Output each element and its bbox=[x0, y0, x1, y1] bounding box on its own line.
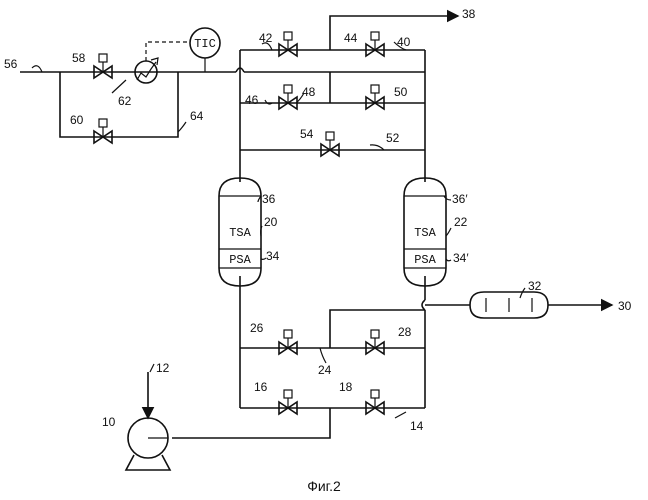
ref-44: 44 bbox=[344, 31, 358, 45]
figure-caption: Фиг.2 bbox=[0, 478, 648, 494]
ref-60: 60 bbox=[70, 113, 84, 127]
ref-48: 48 bbox=[302, 85, 316, 99]
ref-10: 10 bbox=[102, 415, 116, 429]
valves bbox=[94, 32, 384, 414]
ref-40: 40 bbox=[397, 35, 411, 49]
ref-14: 14 bbox=[410, 419, 424, 433]
ref-18: 18 bbox=[339, 380, 353, 394]
ref-54: 54 bbox=[300, 127, 314, 141]
ref-32: 32 bbox=[528, 279, 542, 293]
valve-18 bbox=[366, 390, 384, 414]
valve-54 bbox=[321, 132, 339, 156]
valve-26 bbox=[279, 330, 297, 354]
ref-50: 50 bbox=[394, 85, 408, 99]
ref-36-prime: 36′ bbox=[452, 192, 468, 206]
ref-28: 28 bbox=[398, 325, 412, 339]
vessel-left: TSA PSA bbox=[219, 178, 261, 286]
ref-42: 42 bbox=[259, 31, 273, 45]
piping bbox=[20, 16, 612, 438]
left-psa-label: PSA bbox=[229, 253, 251, 267]
ref-34: 34 bbox=[266, 249, 280, 263]
ref-30: 30 bbox=[618, 299, 632, 313]
ref-36: 36 bbox=[262, 192, 276, 206]
valve-44 bbox=[366, 32, 384, 56]
ref-12: 12 bbox=[156, 361, 170, 375]
control-signal-line bbox=[146, 42, 190, 61]
receiver-32 bbox=[470, 292, 548, 318]
ref-56: 56 bbox=[4, 57, 18, 71]
valve-42 bbox=[279, 32, 297, 56]
valve-28 bbox=[366, 330, 384, 354]
valve-58 bbox=[94, 54, 112, 78]
valve-16 bbox=[279, 390, 297, 414]
ref-62: 62 bbox=[118, 94, 132, 108]
ref-58: 58 bbox=[72, 51, 86, 65]
ref-52: 52 bbox=[386, 131, 400, 145]
ref-16: 16 bbox=[254, 380, 268, 394]
tic-instrument: TIC bbox=[190, 28, 220, 58]
right-tsa-label: TSA bbox=[414, 226, 436, 240]
ref-64: 64 bbox=[190, 109, 204, 123]
heater-62 bbox=[135, 58, 158, 83]
ref-38: 38 bbox=[462, 7, 476, 21]
valve-50 bbox=[366, 85, 384, 109]
valve-60 bbox=[94, 119, 112, 143]
ref-22: 22 bbox=[454, 215, 468, 229]
reference-labels: 56 58 62 60 64 42 44 40 38 46 48 50 54 5… bbox=[4, 7, 632, 433]
left-tsa-label: TSA bbox=[229, 226, 251, 240]
compressor-10 bbox=[126, 418, 170, 470]
ref-26: 26 bbox=[250, 321, 264, 335]
ref-46: 46 bbox=[245, 93, 259, 107]
ref-34-prime: 34′ bbox=[453, 251, 469, 265]
tic-label: TIC bbox=[194, 37, 216, 51]
ref-20: 20 bbox=[264, 215, 278, 229]
ref-24: 24 bbox=[318, 363, 332, 377]
vessel-right: TSA PSA bbox=[404, 178, 446, 286]
valve-48 bbox=[279, 85, 297, 109]
right-psa-label: PSA bbox=[414, 253, 436, 267]
